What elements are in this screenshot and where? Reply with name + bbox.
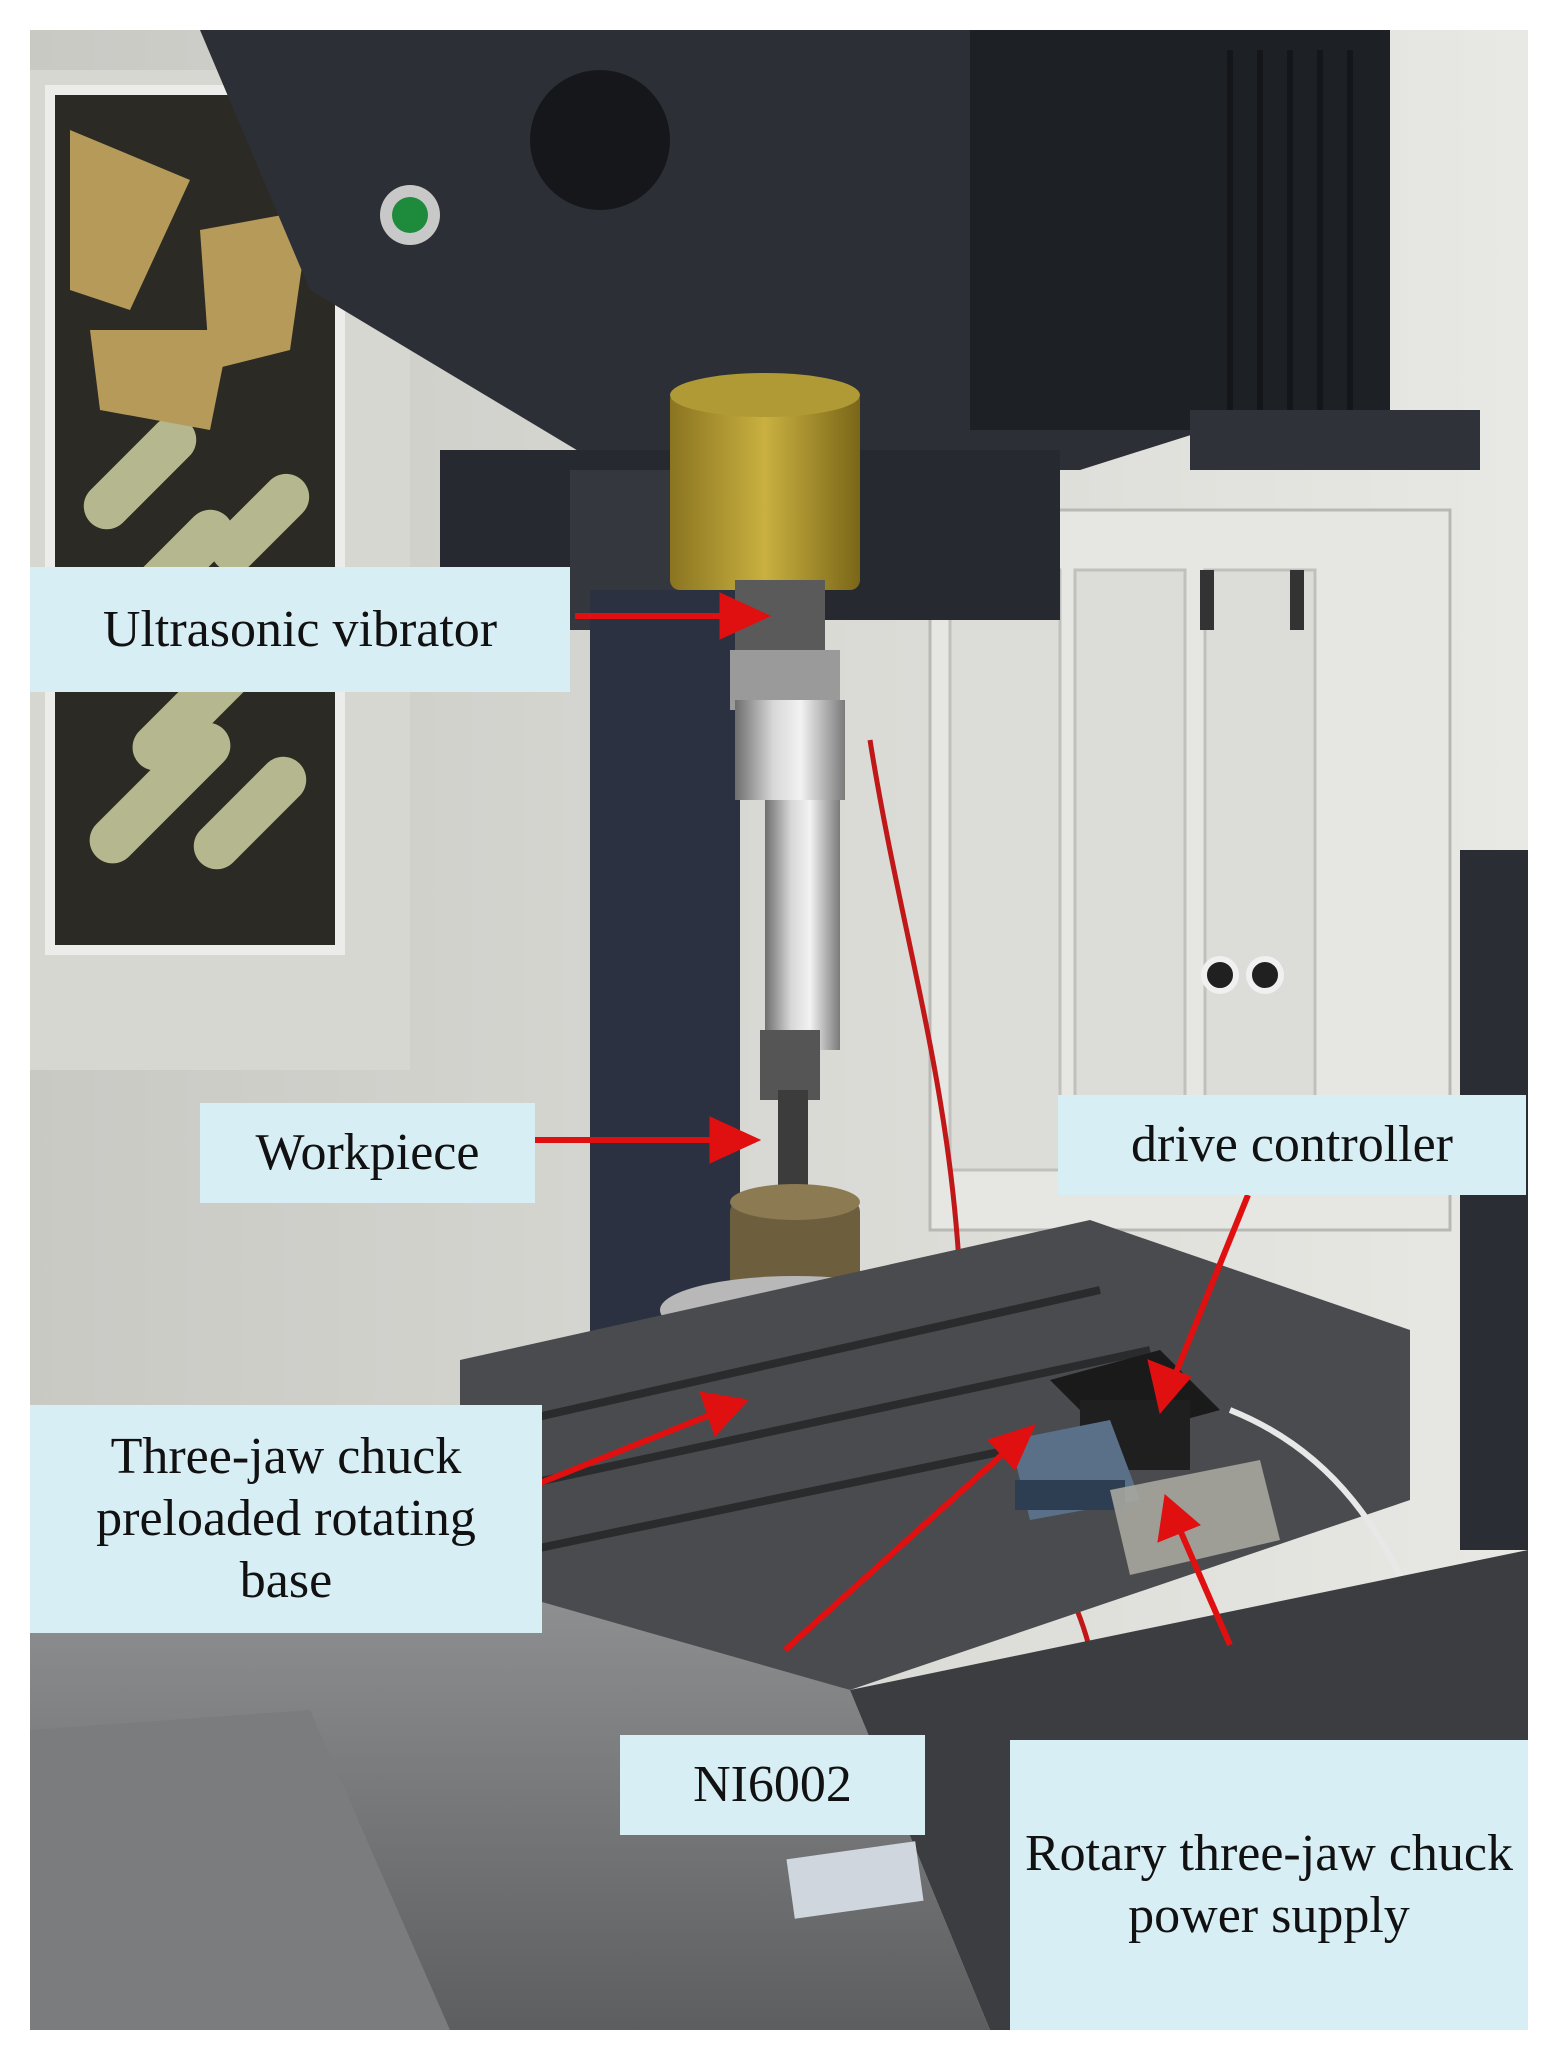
right-pillar xyxy=(1460,850,1528,1550)
label-drive-controller: drive controller xyxy=(1058,1095,1526,1195)
machine-photo xyxy=(30,30,1528,2030)
label-ultrasonic-vibrator: Ultrasonic vibrator xyxy=(30,567,570,692)
label-chuck-power-supply: Rotary three-jaw chuck power supply xyxy=(1010,1740,1528,2030)
annotation-arrows xyxy=(533,592,1251,1653)
machine-column xyxy=(590,590,740,1410)
label-workpiece: Workpiece xyxy=(200,1103,535,1203)
label-chuck-base: Three-jaw chuck preloaded rotating base xyxy=(30,1405,542,1633)
cabinet-doors xyxy=(928,508,1452,1232)
label-ni6002: NI6002 xyxy=(620,1735,925,1835)
spindle-assembly xyxy=(670,373,860,1100)
machine-head xyxy=(200,30,1480,630)
